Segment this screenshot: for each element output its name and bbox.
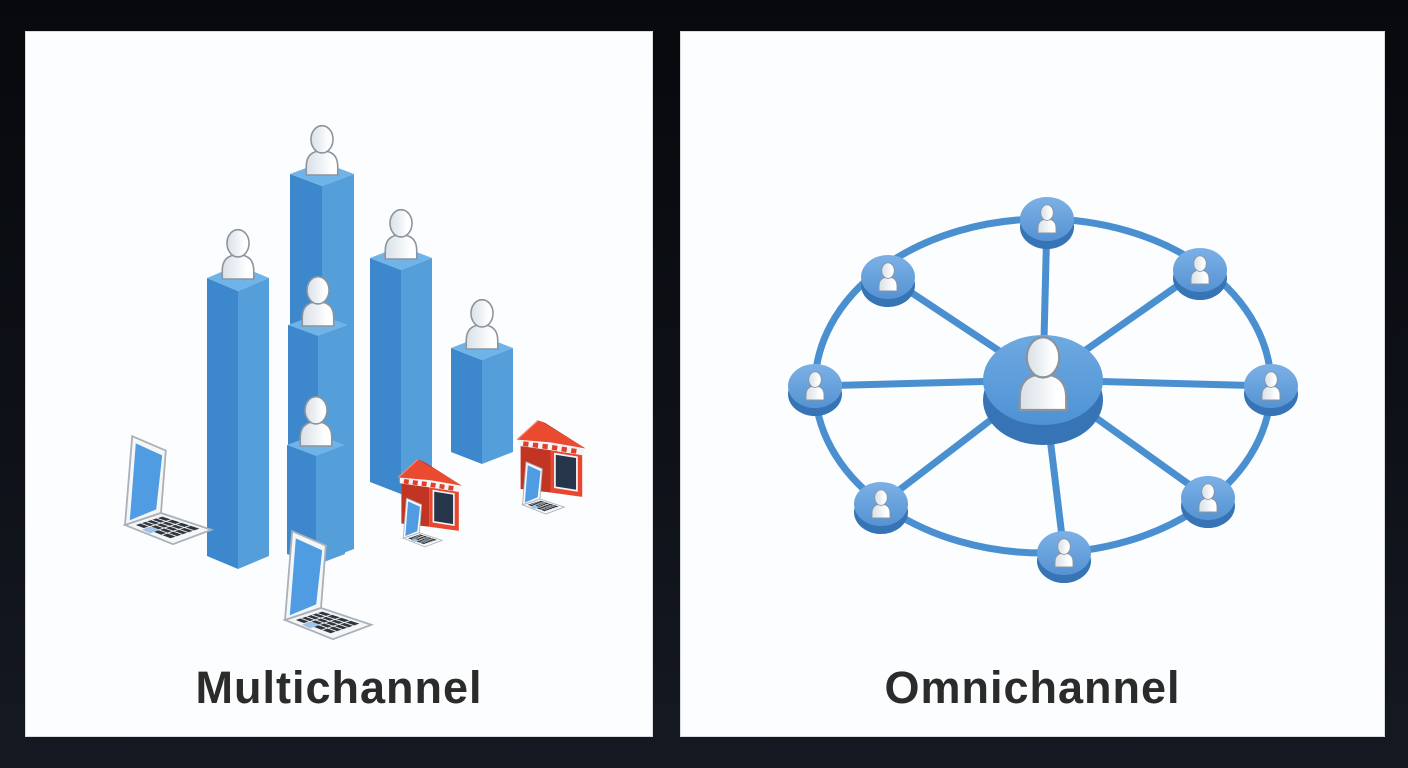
customer-icon <box>305 124 339 176</box>
channel-node <box>1244 364 1298 416</box>
channel-pillar <box>207 228 269 569</box>
channel-node <box>854 482 908 534</box>
laptop-icon <box>124 435 213 546</box>
omnichannel-illustration <box>681 32 1384 736</box>
customer-hub-node <box>983 335 1103 445</box>
multichannel-panel: Multichannel <box>25 31 653 737</box>
storefront-icon <box>398 459 462 546</box>
customer-icon <box>221 228 255 280</box>
channel-pillar <box>370 208 432 494</box>
channel-pillar <box>451 298 513 464</box>
channel-node <box>1020 197 1074 249</box>
omnichannel-panel: Omnichannel <box>680 31 1385 737</box>
channel-node <box>861 255 915 307</box>
customer-icon <box>384 208 418 260</box>
multichannel-caption: Multichannel <box>195 662 483 713</box>
channel-node <box>1173 248 1227 300</box>
customer-icon <box>465 298 499 350</box>
omnichannel-caption: Omnichannel <box>884 662 1181 713</box>
multichannel-illustration <box>124 124 652 641</box>
channel-node <box>1037 531 1091 583</box>
channel-node <box>1181 476 1235 528</box>
storefront-icon <box>517 420 586 514</box>
channel-node <box>788 364 842 416</box>
